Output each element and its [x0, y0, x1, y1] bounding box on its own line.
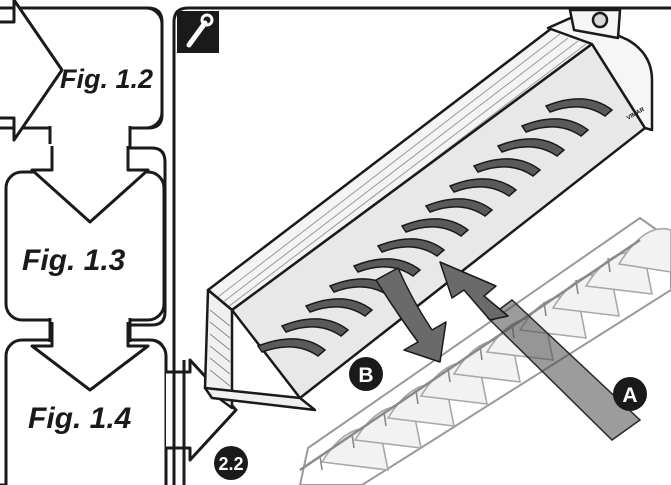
louver-grille: [298, 216, 671, 485]
arrow-b: [375, 267, 447, 363]
flow-arrow-down-icon: [30, 322, 150, 392]
step-label: Fig. 1.2: [60, 64, 153, 94]
next-step-badge: [214, 446, 248, 480]
arrow-a: [439, 261, 509, 321]
callout-a: A: [613, 377, 647, 411]
highlighted-louver: [486, 299, 642, 441]
callout-b-label: B: [358, 364, 373, 387]
wrench-icon: [177, 11, 219, 53]
step-label: Fig. 1.4: [28, 402, 132, 435]
callout-b: B: [349, 357, 383, 391]
illustration-panel: VIMAR: [172, 6, 671, 485]
step-label: Fig. 1.3: [22, 244, 126, 277]
callout-a-label: A: [622, 384, 637, 407]
flow-arrow-down-icon: [30, 146, 150, 224]
flow-arrow-right-icon: [0, 0, 64, 142]
motion-arrows: [375, 261, 509, 363]
next-step-label: 2.2: [218, 454, 243, 474]
heater-louvers: [256, 98, 614, 357]
